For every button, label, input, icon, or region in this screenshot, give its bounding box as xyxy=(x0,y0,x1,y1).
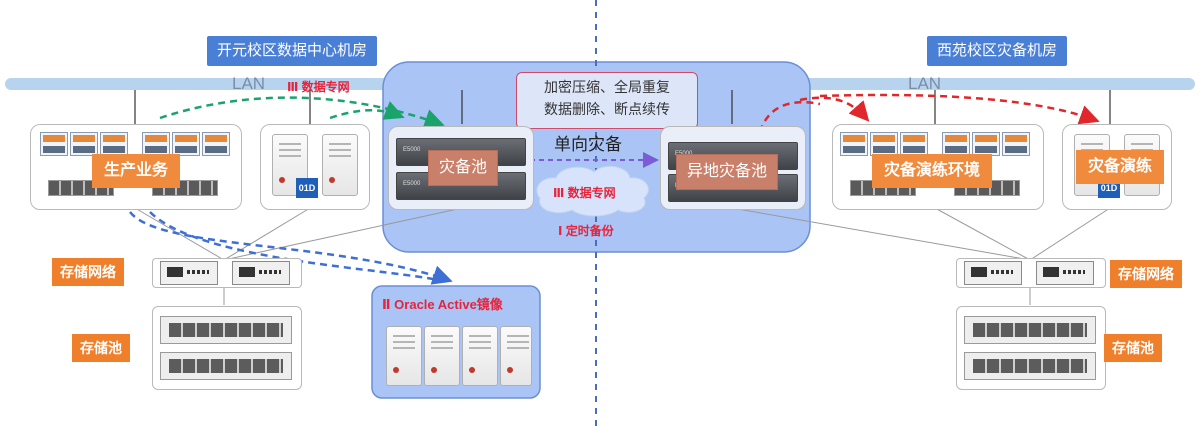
timed-backup-label: Ⅰ 定时备份 xyxy=(558,224,614,238)
vm-chip xyxy=(70,132,98,156)
private-net-label-top: Ⅲ 数据专网 xyxy=(287,80,350,94)
features-line1: 加密压缩、全局重复 xyxy=(544,79,670,95)
lan-label-right: LAN xyxy=(908,74,942,93)
right-storage-unit-1 xyxy=(964,316,1096,344)
private-net-cloud-label: Ⅲ 数据专网 xyxy=(553,186,616,200)
green-arrow-1 xyxy=(159,96,445,129)
right-storage-network-label: 存储网络 xyxy=(1110,260,1182,288)
oracle-server-3 xyxy=(462,326,498,386)
red-arrow-1 xyxy=(758,100,821,133)
san-lines-right xyxy=(731,207,1111,305)
vm-chip xyxy=(900,132,928,156)
right-san-switch-2 xyxy=(1036,261,1094,285)
vm-chip xyxy=(870,132,898,156)
oracle-server-1 xyxy=(386,326,422,386)
one-way-label: 单向灾备 xyxy=(554,135,622,154)
oracle-mirror-label: Ⅱ Oracle Active镜像 xyxy=(382,297,503,312)
left-server-2 xyxy=(322,134,358,196)
vm-chip xyxy=(100,132,128,156)
right-storage-unit-2 xyxy=(964,352,1096,380)
left-storage-network-label: 存储网络 xyxy=(52,258,124,286)
oracle-server-4 xyxy=(500,326,532,386)
drill-env-label: 灾备演练环境 xyxy=(872,154,993,188)
oracle-server-2 xyxy=(424,326,460,386)
features-box: 加密压缩、全局重复 数据删除、断点续传 xyxy=(516,72,698,129)
lan-drops xyxy=(134,90,1111,124)
left-storage-unit-1 xyxy=(160,316,292,344)
vm-chip xyxy=(202,132,230,156)
blue-arrow-2 xyxy=(149,211,449,284)
right-san-switch-1 xyxy=(964,261,1022,285)
vm-chip xyxy=(142,132,170,156)
features-line2: 数据删除、断点续传 xyxy=(544,101,670,117)
vm-chip xyxy=(1002,132,1030,156)
left-storage-pool-label: 存储池 xyxy=(72,334,130,362)
left-san-switch-2 xyxy=(232,261,290,285)
private-net-cloud xyxy=(536,165,649,217)
green-arrow-2 xyxy=(329,101,405,120)
red-arrow-2 xyxy=(799,96,870,122)
right-storage-pool-label: 存储池 xyxy=(1104,334,1162,362)
vm-chip xyxy=(40,132,68,156)
drill-label: 灾备演练 xyxy=(1076,150,1165,184)
left-site-title: 开元校区数据中心机房 xyxy=(207,36,378,66)
san-lines-left xyxy=(134,207,463,305)
dr-pool-label: 灾备池 xyxy=(428,150,499,186)
vm-chip xyxy=(172,132,200,156)
red-arrow-3 xyxy=(819,93,1100,125)
production-label: 生产业务 xyxy=(92,154,181,188)
vm-chip xyxy=(942,132,970,156)
vm-chip xyxy=(840,132,868,156)
vm-chip xyxy=(972,132,1000,156)
blue-arrow-1 xyxy=(129,211,453,285)
left-server-badge: 01D xyxy=(296,178,318,198)
right-site-title: 西苑校区灾备机房 xyxy=(927,36,1068,66)
left-san-switch-1 xyxy=(160,261,218,285)
lan-label-left: LAN xyxy=(232,74,266,93)
left-storage-unit-2 xyxy=(160,352,292,380)
remote-dr-pool-label: 异地灾备池 xyxy=(676,154,779,190)
